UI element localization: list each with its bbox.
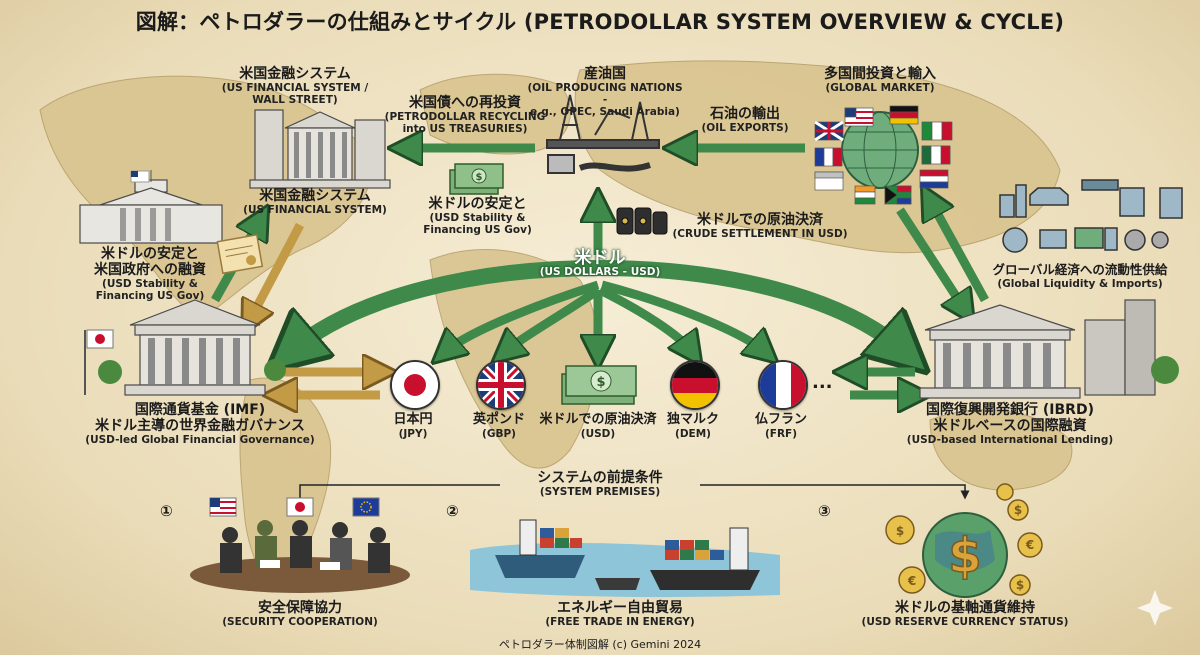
currency-label-frf: 仏フラン (FRF) xyxy=(754,412,807,440)
label-free-trade-energy: エネルギー自由貿易 (FREE TRADE IN ENERGY) xyxy=(545,600,695,628)
svg-text:$: $ xyxy=(476,172,483,183)
gbp-coin-icon xyxy=(476,360,526,410)
arrow-gold-down xyxy=(250,222,304,320)
currency-label-jpy: 日本円 (JPY) xyxy=(393,412,433,440)
label-global-market: 多国間投資と輸入 (GLOBAL MARKET) xyxy=(824,66,936,94)
japan-flag-imf xyxy=(84,329,114,395)
jpy-coin-icon xyxy=(390,360,440,410)
premise-number-1: ① xyxy=(160,502,173,520)
label-oil-producers: 産油国 (OIL PRODUCING NATIONS - e.g., OPEC,… xyxy=(527,66,683,118)
oil-rig-illustration xyxy=(546,94,660,174)
label-recycling: 米国債への再投資 (PETRODOLLAR RECYCLING into US … xyxy=(384,95,546,135)
page-title: 図解：ペトロダラーの仕組みとサイクル (PETRODOLLAR SYSTEM O… xyxy=(135,10,1065,34)
currency-label-dem: 独マルク (DEM) xyxy=(666,412,719,440)
australia-shape xyxy=(929,409,1073,491)
label-usd-stability-mid: 米ドルの安定と (USD Stability & Financing US Go… xyxy=(423,196,532,236)
label-security-cooperation: 安全保障協力 (SECURITY COOPERATION) xyxy=(222,600,378,628)
svg-text:$: $ xyxy=(1014,503,1022,517)
spoke-dem xyxy=(597,285,692,352)
sparkle-icon xyxy=(1137,590,1173,626)
label-crude-settlement: 米ドルでの原油決済 (CRUDE SETTLEMENT IN USD) xyxy=(672,212,848,240)
svg-text:$: $ xyxy=(896,524,904,538)
currency-label-usd: 米ドルでの原油決済 (USD) xyxy=(539,412,657,440)
reserve-currency-illustration: $ $ $ € $ € xyxy=(885,483,1043,598)
usd-arc-arrow xyxy=(290,260,905,352)
white-house-illustration xyxy=(79,179,223,244)
label-usd-stability-left: 米ドルの安定と 米国政府への融資 (USD Stability & Financ… xyxy=(94,246,206,302)
label-oil-exports: 石油の輸出 (OIL EXPORTS) xyxy=(701,106,789,134)
frf-coin-icon xyxy=(758,360,808,410)
security-cooperation-illustration xyxy=(190,497,410,593)
imf-building-illustration xyxy=(124,299,266,396)
trees-right xyxy=(1151,356,1179,384)
svg-text:$: $ xyxy=(596,375,605,390)
label-us-financial-mid: 米国金融システム (US FINANCIAL SYSTEM) xyxy=(243,188,387,216)
svg-text:$: $ xyxy=(1016,578,1024,592)
ibrd-building-illustration xyxy=(919,299,1156,399)
label-us-dollars: 米ドル (US DOLLARS - USD) xyxy=(539,248,661,279)
trees-left xyxy=(98,359,286,384)
us-flag-white-house xyxy=(130,170,152,183)
free-trade-ships-illustration xyxy=(470,519,780,598)
footer-credit: ペトロダラー体制図解 (c) Gemini 2024 xyxy=(498,638,702,651)
wall-street-buildings xyxy=(249,109,391,189)
money-stack-icon: $ xyxy=(449,163,504,195)
arrow-global-up xyxy=(930,200,989,303)
spoke-gbp xyxy=(505,286,601,352)
arrow-global-liquidity xyxy=(896,207,965,310)
global-market-icons xyxy=(999,179,1183,253)
label-global-liquidity: グローバル経済への流動性供給 (Global Liquidity & Impor… xyxy=(992,262,1168,290)
label-us-financial-top: 米国金融システム (US FINANCIAL SYSTEM / WALL STR… xyxy=(221,66,369,106)
currency-ellipsis: ... xyxy=(812,372,833,393)
label-imf: 国際通貨基金 (IMF) 米ドル主導の世界金融ガバナンス (USD-led Gl… xyxy=(85,402,315,446)
oil-barrels-icon xyxy=(616,207,668,235)
premise-number-2: ② xyxy=(446,502,459,520)
svg-text:€: € xyxy=(907,574,916,588)
bond-certificate-icon xyxy=(216,233,264,275)
dem-coin-icon xyxy=(670,360,720,410)
globe-with-flags-illustration xyxy=(814,105,953,205)
spoke-frf xyxy=(600,280,765,352)
label-system-premises: システムの前提条件 (SYSTEM PREMISES) xyxy=(500,470,700,498)
usd-banknote-icon: $ xyxy=(560,362,638,408)
svg-text:$: $ xyxy=(948,528,981,584)
premise-number-3: ③ xyxy=(818,502,831,520)
label-ibrd: 国際復興開発銀行 (IBRD) 米ドルベースの国際融資 (USD-based I… xyxy=(906,402,1114,446)
spoke-jpy xyxy=(445,280,600,352)
label-reserve-currency: 米ドルの基軸通貨維持 (USD RESERVE CURRENCY STATUS) xyxy=(861,600,1069,628)
currency-label-gbp: 英ポンド (GBP) xyxy=(472,412,525,440)
svg-text:€: € xyxy=(1025,538,1034,552)
